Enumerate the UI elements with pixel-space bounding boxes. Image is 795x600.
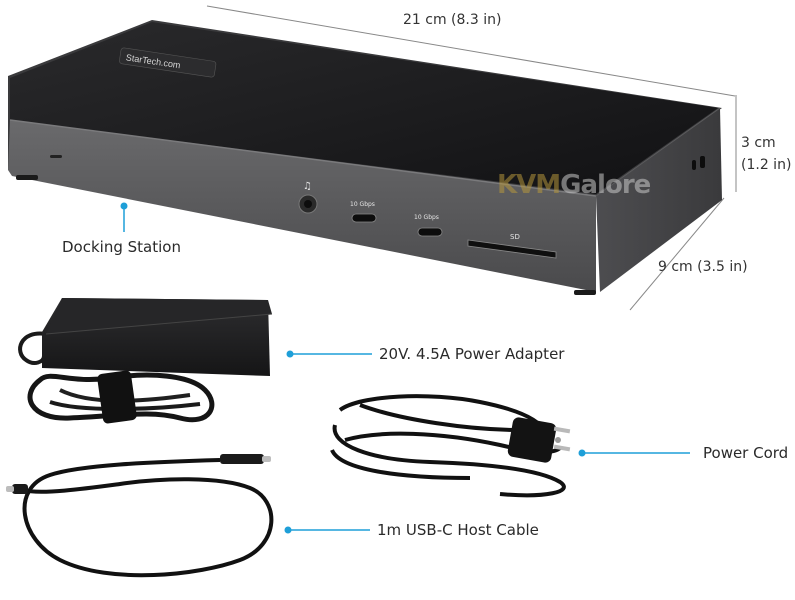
docking-station-label: Docking Station [62,238,181,256]
depth-dimension-label: 9 cm (3.5 in) [658,259,748,275]
power-plug-image [507,417,571,463]
watermark-logo: KVMGalore [497,170,651,200]
power-cord-label: Power Cord [703,444,789,462]
port1-label: 10 Gbps [350,201,375,208]
svg-text:♫: ♫ [303,181,312,192]
callout-lines [123,206,690,531]
port2-label: 10 Gbps [414,214,439,221]
height-dimension-in: (1.2 in) [741,157,792,173]
sd-label: SD [510,233,520,241]
docking-station-image: StarTech.com ♫ 10 Gbps 10 Gbps SD [8,20,722,295]
width-dimension-label: 21 cm (8.3 in) [403,12,502,28]
power-adapter-label: 20V. 4.5A Power Adapter [379,345,565,363]
host-cable-label: 1m USB-C Host Cable [377,521,539,539]
dimension-lines [206,5,737,311]
power-cord-image [330,394,566,498]
height-dimension-cm: 3 cm [741,135,776,151]
callout-dots [120,202,586,534]
power-adapter-image [18,298,273,424]
usb-c-cable-image [6,454,274,578]
